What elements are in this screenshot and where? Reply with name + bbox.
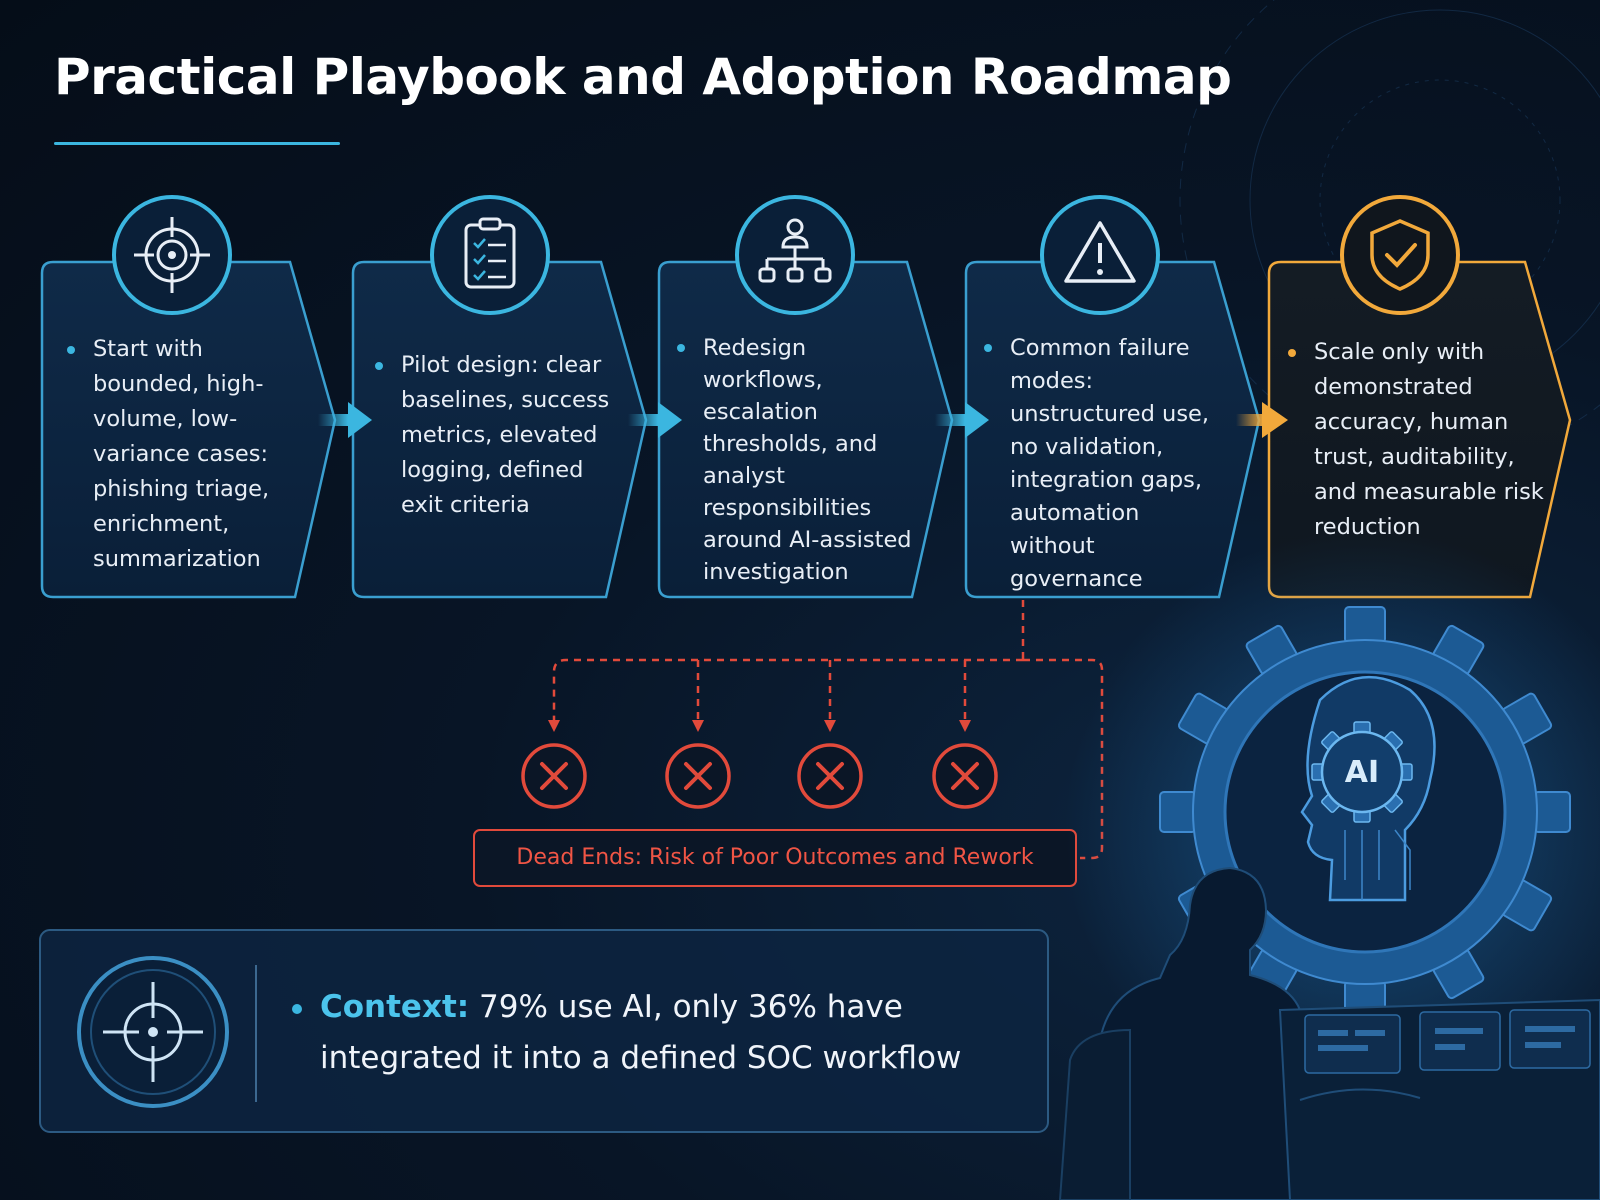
step-5-label: Scale only with demonstrated accuracy, h…: [1314, 339, 1544, 540]
context-statement: Context: 79% use AI, only 36% have integ…: [292, 982, 1020, 1084]
ai-label: AI: [1344, 755, 1380, 790]
analyst-illustration: [1058, 866, 1600, 1200]
step-2-text: Pilot design: clear baselines, success m…: [375, 348, 621, 523]
title-underline: [54, 142, 340, 145]
bullet-dot: [375, 362, 383, 370]
page-title: Practical Playbook and Adoption Roadmap: [54, 48, 1232, 106]
dead-end-x-icon: [797, 743, 863, 809]
bullet-dot: [1288, 349, 1296, 357]
context-target-icon: [77, 956, 229, 1108]
dead-end-x-icon: [665, 743, 731, 809]
shield-check-icon: [1340, 195, 1460, 315]
ai-gear-illustration: [1065, 530, 1600, 1130]
flow-arrow-3: [935, 402, 989, 438]
bullet-dot: [67, 346, 75, 354]
flow-arrow-4: [1236, 402, 1288, 438]
dead-ends-label: Dead Ends: Risk of Poor Outcomes and Rew…: [516, 845, 1034, 870]
step-3-label: Redesign workflows, escalation threshold…: [703, 335, 912, 585]
step-1-label: Start with bounded, high-volume, low-var…: [93, 336, 270, 572]
step-card-3: [657, 260, 954, 599]
org-chart-icon: [735, 195, 855, 315]
step-4-text: Common failure modes: unstructured use, …: [984, 332, 1228, 596]
bullet-dot: [984, 344, 992, 352]
bullet-dot: [677, 344, 685, 352]
warning-triangle-icon: [1040, 195, 1160, 315]
step-1-text: Start with bounded, high-volume, low-var…: [67, 332, 303, 577]
step-card-2: [351, 260, 648, 599]
dead-end-x-icon: [521, 743, 587, 809]
flow-arrow-2: [628, 402, 682, 438]
context-lead: Context:: [320, 989, 470, 1025]
step-2-label: Pilot design: clear baselines, success m…: [401, 352, 610, 518]
flow-arrow-1: [318, 402, 372, 438]
clipboard-checklist-icon: [430, 195, 550, 315]
dead-end-arrowheads: [548, 720, 971, 732]
dead-end-branches: [552, 600, 1104, 860]
step-5-text: Scale only with demonstrated accuracy, h…: [1288, 335, 1544, 545]
target-icon: [112, 195, 232, 315]
dead-end-x-icon: [932, 743, 998, 809]
bullet-dot: [292, 1004, 302, 1014]
step-card-1: [40, 260, 337, 599]
context-panel: [39, 929, 1049, 1133]
step-4-label: Common failure modes: unstructured use, …: [1010, 335, 1210, 592]
context-text: 79% use AI, only 36% have integrated it …: [320, 989, 962, 1076]
step-3-text: Redesign workflows, escalation threshold…: [677, 332, 928, 588]
step-card-4: [964, 260, 1261, 599]
